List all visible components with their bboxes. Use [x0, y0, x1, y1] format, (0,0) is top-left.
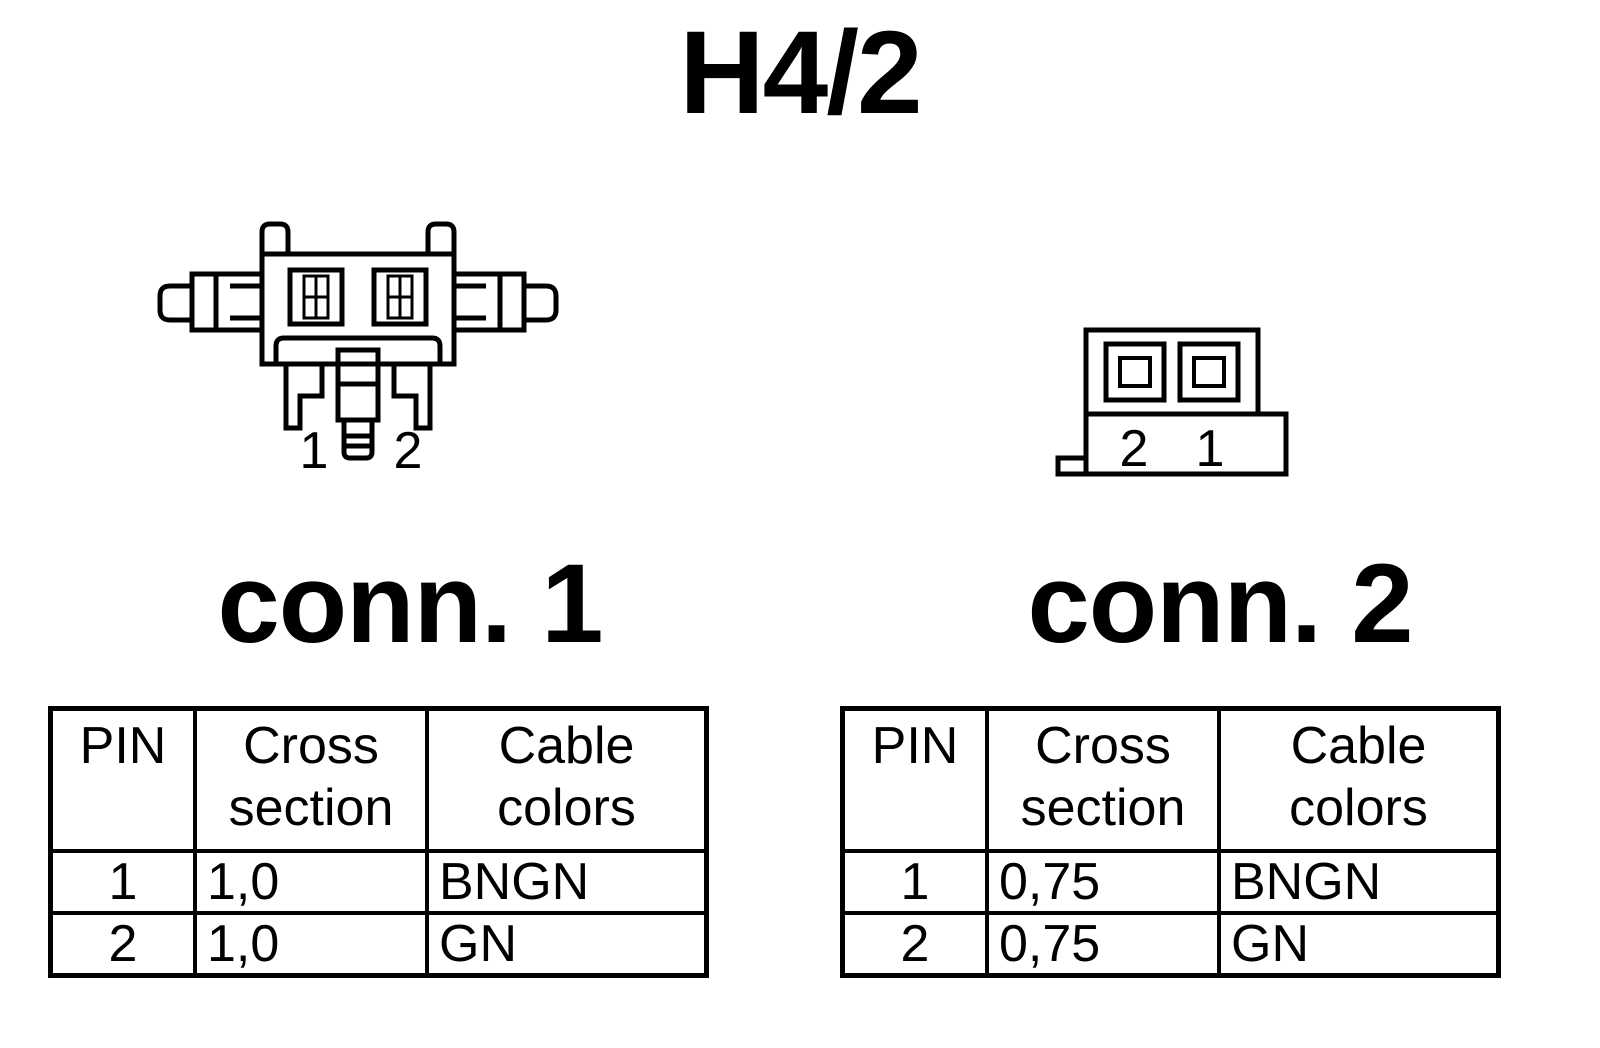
connector-2-pin-table: PIN Cross section Cable colors 1 0,75 BN… [840, 706, 1501, 978]
header-cable-colors: Cable colors [1217, 706, 1501, 853]
cell-cross-section: 0,75 [985, 911, 1221, 978]
header-cross-section: Cross section [985, 706, 1221, 853]
connector-1-label: conn. 1 [217, 541, 603, 666]
header-cross-section: Cross section [193, 706, 429, 853]
connector-1-pin-label: 1 [300, 422, 329, 480]
table-row: 2 1,0 GN [48, 911, 709, 978]
header-cable-colors: Cable colors [425, 706, 709, 853]
cell-cross-section: 1,0 [193, 911, 429, 978]
cell-pin: 2 [840, 911, 989, 978]
page-title: H4/2 [679, 7, 922, 139]
cell-cross-section: 1,0 [193, 849, 429, 915]
header-pin: PIN [48, 706, 197, 853]
cell-cross-section: 0,75 [985, 849, 1221, 915]
cell-pin: 1 [840, 849, 989, 915]
connector-2-drawing [1055, 327, 1289, 477]
cell-cable-color: BNGN [425, 849, 709, 915]
table-row: 1 0,75 BNGN [840, 849, 1501, 915]
connector-2-label: conn. 2 [1027, 541, 1413, 666]
cell-cable-color: GN [1217, 911, 1501, 978]
connector-2-pin-label: 1 [1196, 420, 1225, 478]
connector-1-drawing [157, 221, 559, 461]
cell-cable-color: GN [425, 911, 709, 978]
connector-2-pin-label: 2 [1120, 420, 1149, 478]
header-pin: PIN [840, 706, 989, 853]
table-header-row: PIN Cross section Cable colors [48, 706, 709, 853]
cell-cable-color: BNGN [1217, 849, 1501, 915]
table-header-row: PIN Cross section Cable colors [840, 706, 1501, 853]
cell-pin: 1 [48, 849, 197, 915]
table-row: 1 1,0 BNGN [48, 849, 709, 915]
table-row: 2 0,75 GN [840, 911, 1501, 978]
cell-pin: 2 [48, 911, 197, 978]
connector-1-pin-table: PIN Cross section Cable colors 1 1,0 BNG… [48, 706, 709, 978]
connector-1-pin-label: 2 [394, 422, 423, 480]
